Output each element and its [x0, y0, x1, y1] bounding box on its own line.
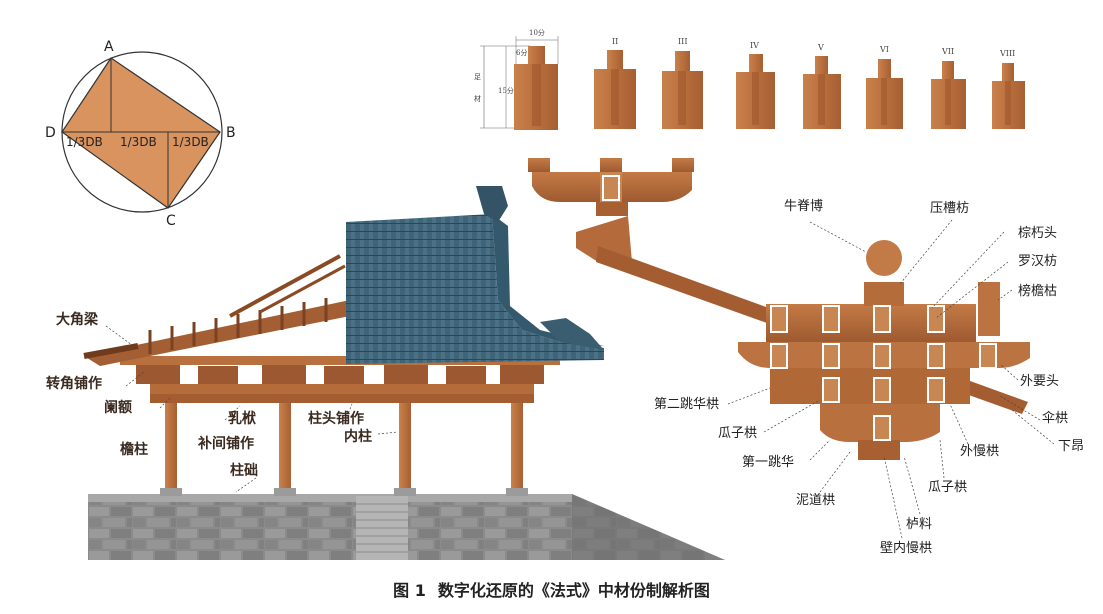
label-ni-dao-gong: 泥道栱: [796, 493, 836, 508]
label-bu-jian-pu-zuo: 补间铺作: [198, 436, 254, 452]
label-wai-man-gong: 外慢栱: [960, 444, 1000, 459]
label-da-jiao-liang: 大角梁: [56, 312, 98, 328]
segment-label-2: 1/3DB: [120, 135, 157, 149]
grade-1-block: [514, 46, 558, 130]
cai-grade-blocks: [480, 36, 1025, 130]
label-ya-cao-fang: 压槽枋: [930, 201, 970, 216]
label-lan-e: 阑额: [104, 400, 132, 416]
label-di-yi-tiao-hua: 第一跳华: [742, 455, 795, 470]
grade-3-block: [662, 51, 703, 129]
grade-label-8: VIII: [1000, 49, 1016, 58]
label-bang-yan-ku: 榜檐枯: [1018, 284, 1058, 299]
label-xia-ang: 下昂: [1058, 439, 1085, 454]
label-luo-han-fang: 罗汉枋: [1018, 254, 1058, 269]
grade-label-2: II: [612, 37, 619, 46]
label-gua-zi-gong-right: 瓜子栱: [928, 480, 968, 495]
label-zhuan-jiao-pu-zuo: 转角铺作: [46, 376, 102, 392]
building-elevation: [83, 186, 725, 560]
dim-zu-label: 足: [474, 73, 481, 81]
label-niu-ji-bo: 牛脊博: [784, 199, 824, 214]
figure-title: 数字化还原的《法式》中材份制解析图: [437, 581, 710, 600]
label-zhu-tou-pu-zuo: 柱头铺作: [308, 411, 364, 427]
segment-label-1: 1/3DB: [66, 135, 103, 149]
point-b-label: B: [226, 125, 236, 141]
label-zong-xiu-tou: 棕朽头: [1018, 226, 1058, 241]
grade-5-block: [803, 56, 841, 129]
dim-height-label: 15分: [498, 87, 514, 95]
cai-proportion-geometry: [61, 51, 223, 213]
grade-label-3: III: [678, 37, 688, 46]
dim-width-label: 10分: [529, 29, 545, 37]
point-a-label: A: [104, 39, 114, 55]
segment-label-3: 1/3DB: [172, 135, 209, 149]
grade-label-6: VI: [880, 45, 889, 54]
label-lu-dou: 栌料: [906, 517, 933, 532]
grade-4-block: [736, 54, 775, 129]
label-ru-fu: 乳栿: [228, 411, 256, 427]
figure-caption: 图 1 数字化还原的《法式》中材份制解析图: [0, 577, 1103, 601]
grade-6-block: [866, 59, 903, 129]
point-d-label: D: [45, 125, 56, 141]
point-c-label: C: [166, 213, 176, 229]
label-zhu-chu: 柱础: [230, 463, 258, 479]
bracket-set-cutaway: [105, 158, 1055, 539]
grade-2-block: [594, 50, 636, 129]
label-gua-zi-gong-left: 瓜子栱: [718, 426, 758, 441]
figure-number: 图 1: [393, 581, 426, 600]
label-san-gong: 伞栱: [1042, 411, 1069, 426]
grade-8-block: [992, 63, 1025, 129]
grade-label-7: VII: [942, 47, 955, 56]
label-wai-yao-tou: 外要头: [1020, 374, 1060, 389]
label-nei-zhu: 内柱: [344, 429, 372, 445]
grade-7-block: [931, 61, 966, 129]
grade-label-5: V: [818, 43, 824, 52]
dim-zhi-label: 6分: [516, 49, 528, 57]
label-yan-zhu: 檐柱: [120, 442, 148, 458]
label-bi-nei-man-gong: 壁内慢栱: [880, 541, 933, 556]
grade-label-4: IV: [750, 41, 759, 50]
dim-cai-label: 材: [474, 95, 481, 103]
label-di-er-tiao-hua-gong: 第二跳华栱: [654, 397, 720, 412]
